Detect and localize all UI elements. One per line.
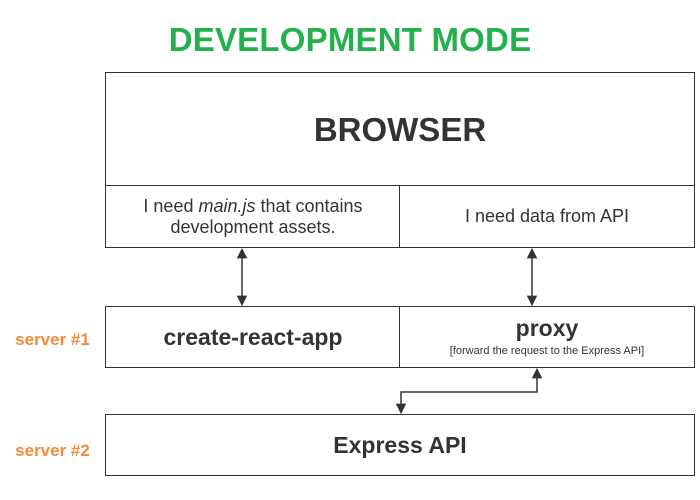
main-js-emphasis: main.js bbox=[198, 195, 256, 216]
express-api-label: Express API bbox=[333, 431, 467, 458]
proxy-sublabel: [forward the request to the Express API] bbox=[449, 344, 645, 357]
express-api-box: Express API bbox=[105, 414, 695, 476]
proxy-box: proxy [forward the request to the Expres… bbox=[399, 306, 695, 368]
browser-label: BROWSER bbox=[313, 111, 487, 148]
create-react-app-box: create-react-app bbox=[105, 306, 401, 368]
server-1-label: server #1 bbox=[15, 330, 90, 349]
need-assets-before: I need bbox=[143, 195, 199, 216]
need-assets-after: that contains development assets. bbox=[170, 195, 363, 237]
need-data-text: I need data from API bbox=[464, 206, 630, 226]
page-title: DEVELOPMENT MODE bbox=[168, 21, 532, 58]
browser-need-data-cell: I need data from API bbox=[399, 185, 695, 248]
arrow-proxy-to-express-api bbox=[395, 367, 543, 415]
browser-need-assets-cell: I need main.js that contains development… bbox=[105, 185, 401, 248]
need-assets-text: I need main.js that contains development… bbox=[114, 196, 392, 238]
server-2-label: server #2 bbox=[15, 441, 90, 460]
browser-box: BROWSER bbox=[105, 72, 695, 187]
proxy-label: proxy bbox=[515, 314, 579, 341]
create-react-app-label: create-react-app bbox=[163, 323, 343, 350]
